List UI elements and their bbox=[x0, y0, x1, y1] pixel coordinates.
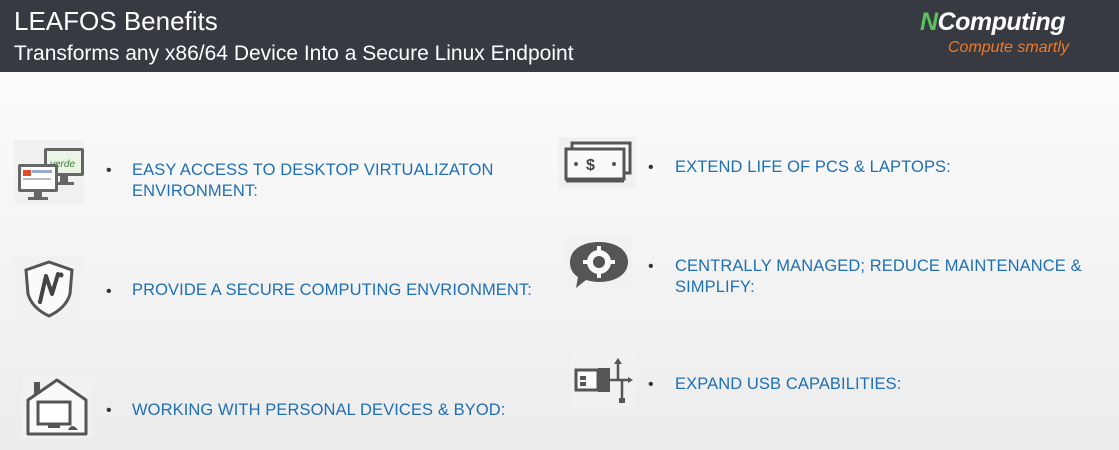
logo-n: N bbox=[920, 8, 938, 36]
benefit-text: CENTRALLY MANAGED; REDUCE MAINTENANCE & … bbox=[675, 257, 1082, 296]
benefit-item-byod: • WORKING WITH PERSONAL DEVICES & BYOD: bbox=[22, 374, 562, 438]
benefit-text: EXPAND USB CAPABILITIES: bbox=[675, 375, 902, 393]
benefit-item-usb: • EXPAND USB CAPABILITIES: bbox=[570, 352, 1118, 412]
page-subtitle: Transforms any x86/64 Device Into a Secu… bbox=[14, 42, 574, 65]
benefit-text: EXTEND LIFE OF PCS & LAPTOPS: bbox=[675, 158, 951, 176]
logo-tagline: Compute smartly bbox=[948, 39, 1069, 56]
dollar-label: $ bbox=[586, 157, 595, 174]
benefit-text: WORKING WITH PERSONAL DEVICES & BYOD: bbox=[132, 401, 506, 419]
home-computer-icon bbox=[22, 374, 92, 438]
benefit-text: PROVIDE A SECURE COMPUTING ENVRIONMENT: bbox=[132, 281, 532, 299]
verde-label: verde bbox=[50, 159, 75, 170]
bullet: • bbox=[648, 159, 654, 176]
bullet: • bbox=[106, 402, 112, 419]
gear-bubble-icon bbox=[566, 236, 632, 292]
benefit-item-centrally-managed: • CENTRALLY MANAGED; REDUCE MAINTENANCE … bbox=[566, 236, 1118, 296]
monitors-icon: verde bbox=[14, 140, 84, 204]
benefit-text: EASY ACCESS TO DESKTOP VIRTUALIZATON ENV… bbox=[132, 161, 494, 200]
logo-name: Computing bbox=[937, 8, 1066, 36]
logo-wordmark: NComputing bbox=[920, 8, 1065, 37]
benefit-item-desktop-virtualization: verde • EASY ACCESS TO DESKTOP VIRTUALIZ… bbox=[14, 140, 554, 204]
bullet: • bbox=[106, 162, 112, 179]
bullet: • bbox=[648, 376, 654, 393]
shield-icon bbox=[14, 256, 84, 320]
benefit-item-extend-life: $ • EXTEND LIFE OF PCS & LAPTOPS: bbox=[558, 137, 1118, 197]
header-bar: LEAFOS Benefits Transforms any x86/64 De… bbox=[0, 0, 1119, 72]
bullet: • bbox=[648, 258, 654, 275]
benefit-item-secure-computing: • PROVIDE A SECURE COMPUTING ENVRIONMENT… bbox=[14, 256, 554, 320]
money-icon: $ bbox=[558, 137, 636, 189]
ncomputing-logo: NComputing Compute smartly bbox=[920, 8, 1110, 66]
bullet: • bbox=[106, 283, 112, 300]
usb-icon bbox=[570, 352, 636, 408]
page-title: LEAFOS Benefits bbox=[14, 6, 218, 36]
